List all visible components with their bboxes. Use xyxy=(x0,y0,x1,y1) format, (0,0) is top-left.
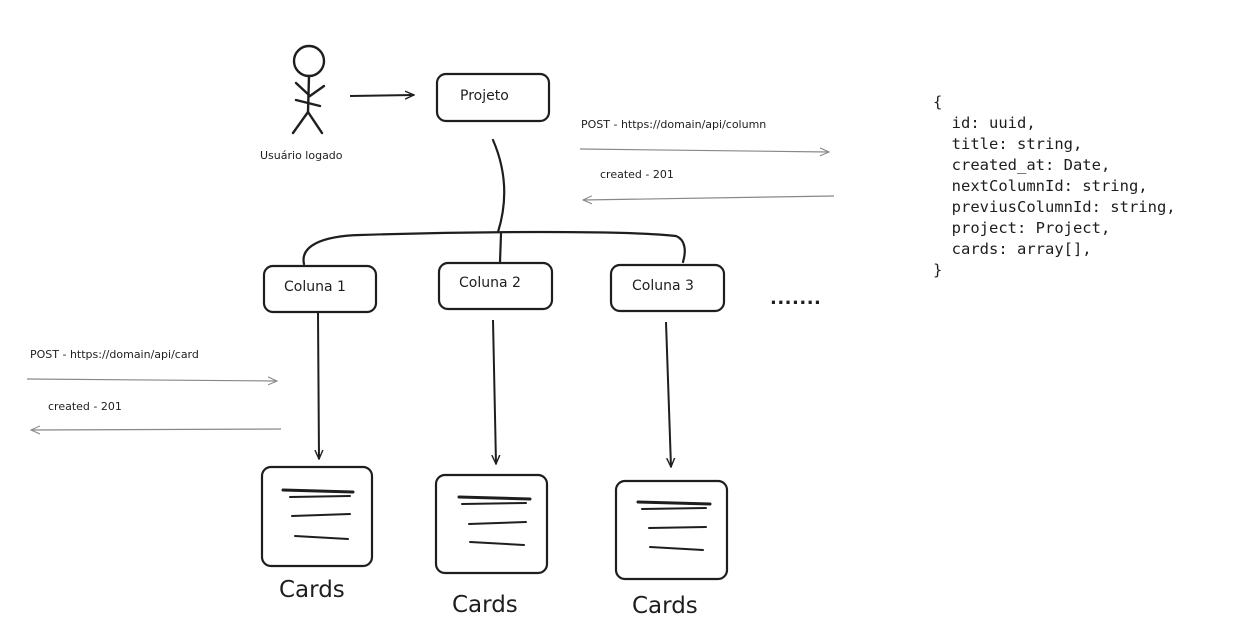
schema-line: title: string, xyxy=(933,135,1083,153)
more-columns-ellipsis: ....... xyxy=(770,288,822,309)
schema-line: { xyxy=(933,93,943,111)
schema-line: created_at: Date, xyxy=(933,156,1111,174)
card-request-arrow xyxy=(26,379,277,381)
column-schema-code: { id: uuid, title: string, created_at: D… xyxy=(933,92,1176,281)
schema-line: previusColumnId: string, xyxy=(933,198,1176,216)
column-label-3[interactable]: Coluna 3 xyxy=(632,278,694,294)
cards-icon-1 xyxy=(260,465,374,568)
column-1-to-cards-arrow xyxy=(318,312,319,459)
project-box[interactable] xyxy=(435,72,551,123)
column-label-2[interactable]: Coluna 2 xyxy=(459,275,521,291)
card-response-label: created - 201 xyxy=(48,400,122,413)
cards-icon-3 xyxy=(614,479,729,581)
cards-label-1: Cards xyxy=(279,577,345,603)
card-request-label: POST - https://domain/api/card xyxy=(30,348,199,361)
column-box-1[interactable] xyxy=(262,264,378,314)
schema-line: project: Project, xyxy=(933,219,1111,237)
user-label: Usuário logado xyxy=(260,149,343,162)
user-stick-figure-icon xyxy=(291,44,326,135)
column-label-1[interactable]: Coluna 1 xyxy=(284,279,346,295)
schema-line: id: uuid, xyxy=(933,114,1036,132)
column-2-to-cards-arrow xyxy=(493,319,496,464)
project-to-columns-connector xyxy=(302,138,686,266)
column-box-2[interactable] xyxy=(437,261,554,311)
column-request-label: POST - https://domain/api/column xyxy=(581,118,767,131)
cards-label-2: Cards xyxy=(452,592,518,618)
column-response-arrow xyxy=(583,196,835,200)
column-response-label: created - 201 xyxy=(600,168,674,181)
project-label[interactable]: Projeto xyxy=(460,88,509,104)
column-request-arrow xyxy=(579,149,829,152)
column-3-to-cards-arrow xyxy=(665,321,671,467)
schema-line: nextColumnId: string, xyxy=(933,177,1148,195)
cards-label-3: Cards xyxy=(632,593,698,619)
card-response-arrow xyxy=(31,429,282,430)
cards-icon-2 xyxy=(434,473,549,575)
schema-line: } xyxy=(933,261,943,279)
schema-line: cards: array[], xyxy=(933,240,1092,258)
column-box-3[interactable] xyxy=(609,263,726,313)
user-to-project-arrow xyxy=(349,95,414,96)
